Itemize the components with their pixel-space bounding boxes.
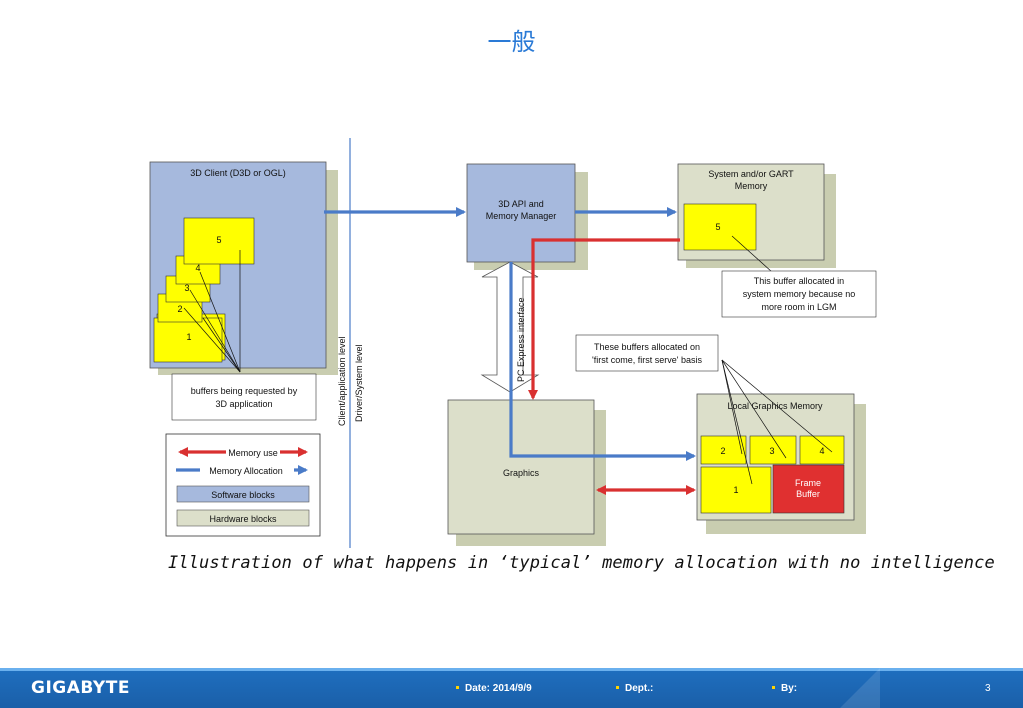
- bullet-icon: [616, 686, 619, 689]
- gart-box-label-line1: System and/or GART: [708, 169, 794, 179]
- footer-dept-text: Dept.:: [625, 683, 654, 694]
- requested-note-line2: 3D application: [215, 399, 272, 409]
- api-box: 3D API and Memory Manager: [466, 163, 588, 270]
- bullet-icon: [456, 686, 459, 689]
- client-buffer-stack: 1 2 3 4 5: [153, 217, 255, 363]
- lgm-buffer-4: 4: [819, 446, 824, 456]
- api-box-label-line2: Memory Manager: [486, 211, 557, 221]
- lgm-buffer-1: 1: [733, 485, 738, 495]
- footer-by: By:: [772, 683, 797, 694]
- client-buffer-2: 2: [177, 304, 182, 314]
- gigabyte-logo: GIGABYTE: [31, 678, 130, 698]
- footer-dept: Dept.:: [616, 683, 653, 694]
- lgm-box: Local Graphics Memory 2 3 4 1 Frame Buff…: [696, 393, 866, 534]
- first-come-callout-lines: [721, 359, 833, 485]
- lgm-box-label: Local Graphics Memory: [727, 401, 823, 411]
- gart-note-line2: system memory because no: [743, 289, 856, 299]
- gart-note-line1: This buffer allocated in: [754, 276, 844, 286]
- first-come-note-line1: These buffers allocated on: [594, 342, 700, 352]
- legend-memory-use: Memory use: [228, 448, 278, 458]
- gart-box: System and/or GART Memory 5: [677, 163, 836, 268]
- page-number: 3: [985, 683, 991, 694]
- client-box-label: 3D Client (D3D or OGL): [190, 168, 286, 178]
- driver-level-label: Driver/System level: [354, 344, 364, 422]
- requested-note-line1: buffers being requested by: [191, 386, 298, 396]
- allocation-arrows: [324, 207, 696, 461]
- client-buffer-5: 5: [216, 235, 221, 245]
- page-title: 一般: [487, 28, 536, 56]
- client-buffer-4: 4: [195, 263, 200, 273]
- graphics-box-label: Graphics: [503, 468, 540, 478]
- footer-date-text: Date: 2014/9/9: [465, 683, 532, 694]
- client-buffer-3: 3: [184, 283, 189, 293]
- bullet-icon: [772, 686, 775, 689]
- footer-date: Date: 2014/9/9: [456, 683, 532, 694]
- first-come-note-line2: 'first come, first serve' basis: [592, 355, 702, 365]
- footer-top-band: [0, 668, 1023, 671]
- gart-box-label-line2: Memory: [735, 181, 768, 191]
- requested-note: buffers being requested by 3D applicatio…: [171, 373, 317, 421]
- figure-caption: Illustration of what happens in ‘typical…: [168, 553, 995, 573]
- legend: Memory use Memory Allocation Software bl…: [165, 433, 321, 537]
- memory-use-arrows: [528, 238, 696, 495]
- legend-hardware-blocks: Hardware blocks: [209, 514, 277, 524]
- client-buffer-1: 1: [186, 332, 191, 342]
- footer-decor: [840, 668, 880, 708]
- graphics-box: Graphics: [447, 399, 606, 546]
- legend-software-blocks: Software blocks: [211, 490, 275, 500]
- api-box-label-line1: 3D API and: [498, 199, 544, 209]
- gart-note: This buffer allocated in system memory b…: [721, 270, 877, 318]
- frame-buffer-line1: Frame: [795, 478, 821, 488]
- gart-callout-line: [731, 235, 773, 273]
- gart-note-line3: more room in LGM: [761, 302, 836, 312]
- footer-bar: GIGABYTE Date: 2014/9/9 Dept.: By: 3: [0, 668, 1023, 708]
- lgm-buffer-2: 2: [720, 446, 725, 456]
- frame-buffer-line2: Buffer: [796, 489, 820, 499]
- lgm-buffer-3: 3: [769, 446, 774, 456]
- pcie-label: PC Express interface: [516, 297, 526, 382]
- legend-memory-allocation: Memory Allocation: [209, 466, 283, 476]
- requested-callout-lines: [183, 250, 241, 373]
- first-come-note: These buffers allocated on 'first come, …: [575, 334, 719, 372]
- footer-by-text: By:: [781, 683, 798, 694]
- gart-buffer-5: 5: [715, 222, 720, 232]
- client-level-label: Client/application level: [337, 336, 347, 426]
